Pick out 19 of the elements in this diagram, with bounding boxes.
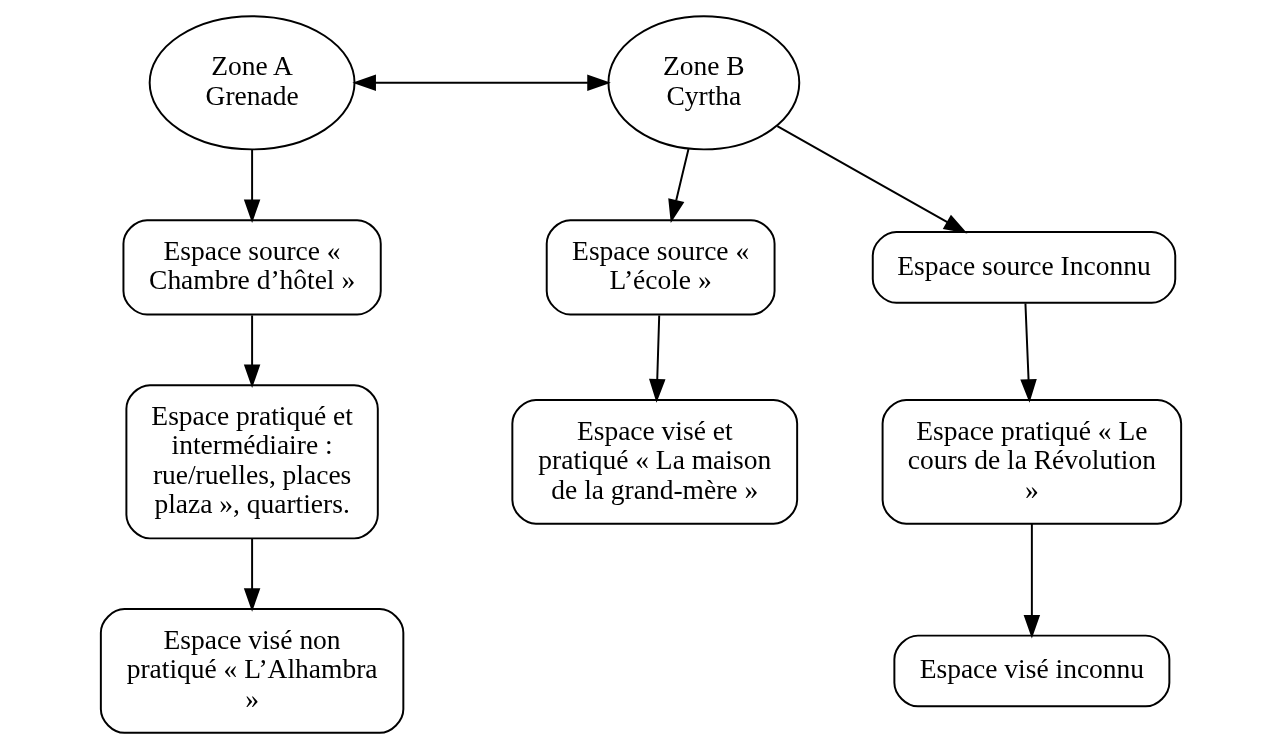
arrow	[243, 149, 260, 224]
node-box: Espace visé inconnu	[892, 634, 1170, 708]
node-box: Espace visé non pratiqué « L’Alhambra »	[99, 608, 404, 734]
node-box: Espace source « Chambre d’hôtel »	[121, 219, 382, 316]
node-box: Espace source Inconnu	[871, 231, 1176, 304]
arrow	[351, 74, 611, 92]
arrow	[775, 125, 967, 234]
node-ellipse: Zone B Cyrtha	[606, 15, 800, 151]
arrow	[243, 314, 260, 389]
arrow	[648, 314, 665, 403]
arrow	[1023, 522, 1040, 639]
node-ellipse: Zone A Grenade	[148, 15, 355, 151]
node-box: Espace source « L’école »	[545, 219, 776, 316]
node-box: Espace pratiqué et intermédiaire : rue/ruelles, places plaza », quartiers.	[124, 384, 379, 540]
node-box: Espace visé et pratiqué « La maison de la grand-mère »	[510, 398, 798, 525]
arrow	[667, 148, 689, 223]
node-box: Espace pratiqué « Le cours de la Révolution »	[881, 398, 1182, 525]
arrow	[243, 537, 260, 612]
arrow	[1019, 302, 1037, 403]
